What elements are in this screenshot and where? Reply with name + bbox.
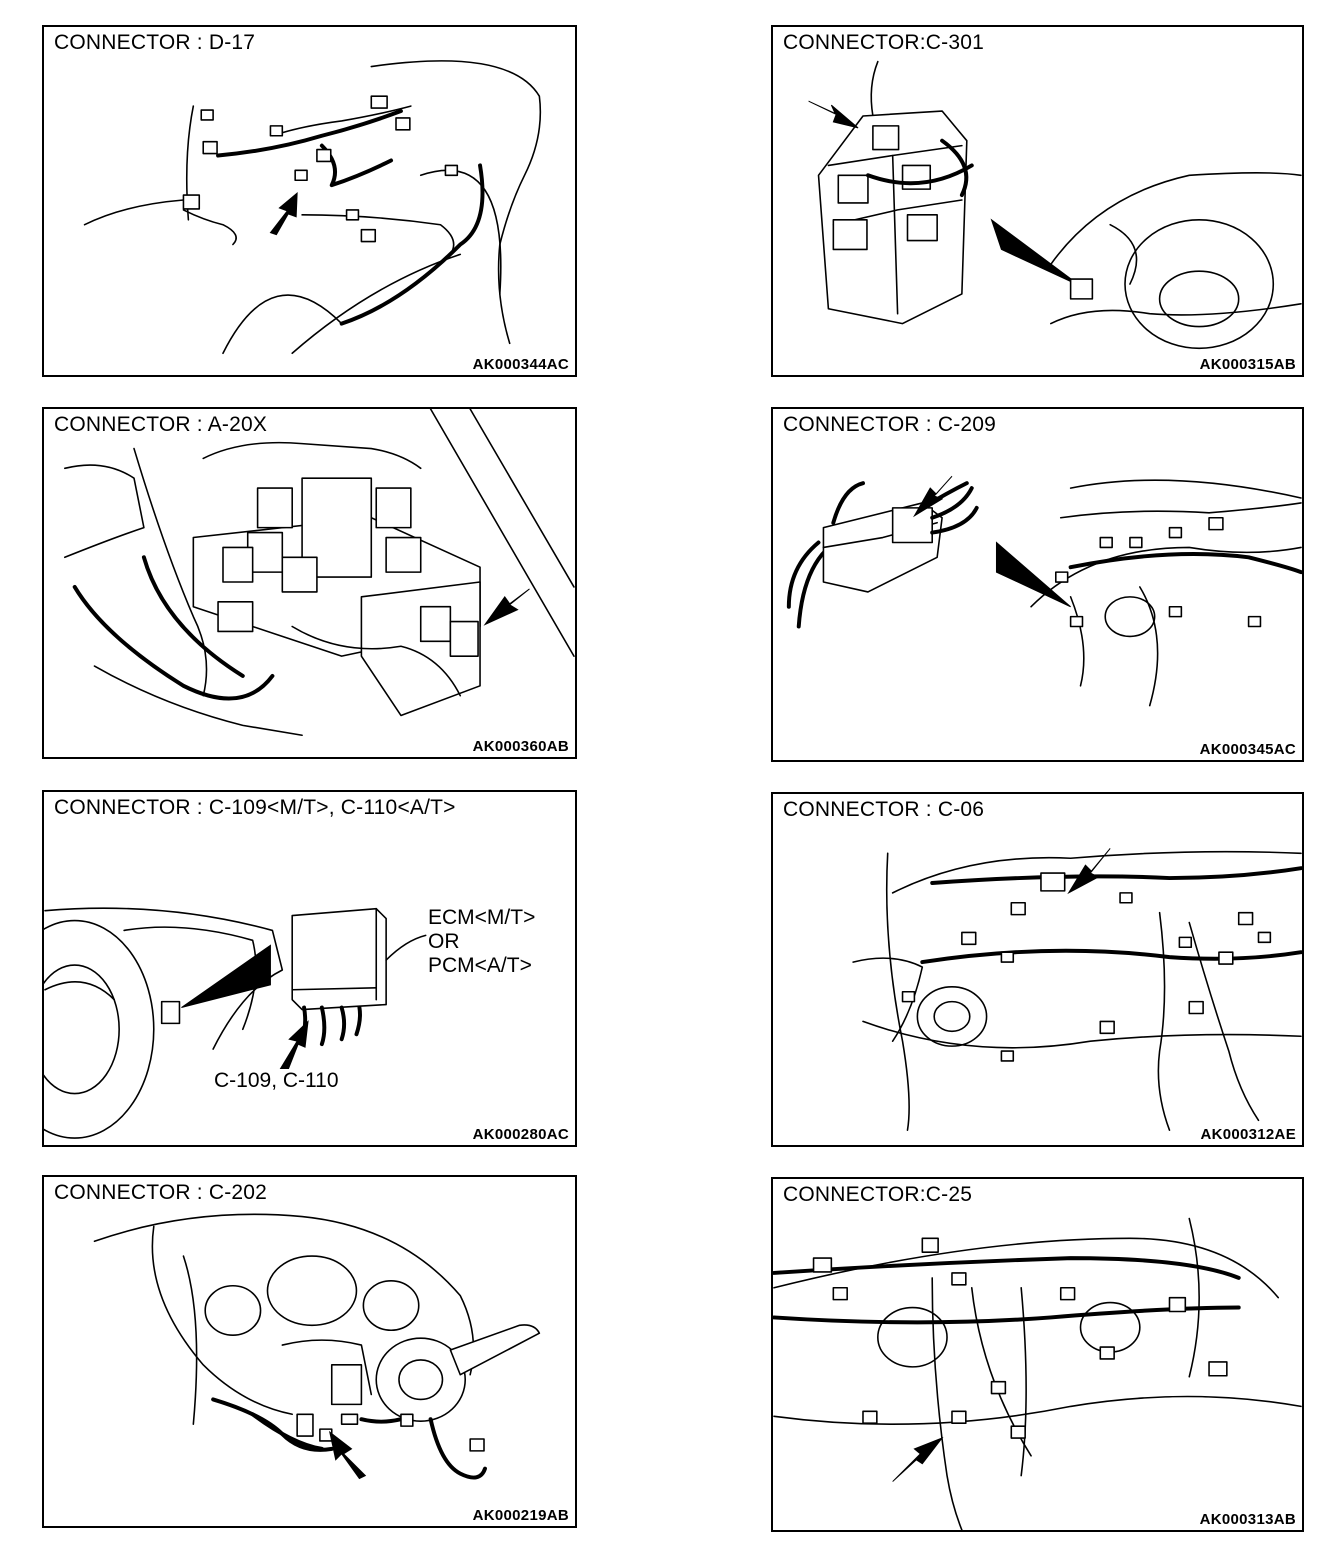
c301-illustration [808,60,1302,350]
c209-callout-wedge [995,541,1071,608]
c109-arrow-icon [279,1020,309,1073]
c301-title: CONNECTOR:C-301 [783,31,988,55]
c301-callout-wedge [990,218,1081,287]
c202-arrow-icon [329,1430,367,1480]
c109-callout-label: C-109, C-110 [214,1069,339,1093]
d17-arrow-icon [269,191,298,236]
or-label: OR [428,930,460,954]
panel-a20x: CONNECTOR : A-20X AK000360AB [42,407,577,759]
a20x-illustration [64,409,575,737]
c25-illustration [773,1217,1302,1530]
a20x-code: AK000360AB [469,738,569,755]
panel-c06: CONNECTOR : C-06 AK000312AE [771,792,1304,1147]
c25-arrow-icon [892,1436,944,1482]
panel-c109-c110: CONNECTOR : C-109<M/T>, C-110<A/T> ECM<M… [42,790,577,1147]
pcm-label: PCM<A/T> [428,954,532,978]
ecm-label: ECM<M/T> [428,906,536,930]
c209-arrow-icon [913,475,953,518]
c209-title: CONNECTOR : C-209 [783,413,1001,437]
c301-code: AK000315AB [1196,356,1296,373]
c209-code: AK000345AC [1196,741,1296,758]
c202-title: CONNECTOR : C-202 [54,1181,272,1205]
c06-arrow-icon [1067,848,1111,895]
c06-illustration [852,848,1302,1131]
c06-title: CONNECTOR : C-06 [783,798,989,822]
panel-c301: CONNECTOR:C-301 AK000315AB [771,25,1304,377]
d17-illustration [83,60,542,355]
c202-illustration [93,1213,541,1480]
c109-code: AK000280AC [469,1126,569,1143]
c202-code: AK000219AB [469,1507,569,1524]
c209-illustration [786,475,1302,707]
panel-c202: CONNECTOR : C-202 AK000219AB [42,1175,577,1528]
c109-title: CONNECTOR : C-109<M/T>, C-110<A/T> [54,796,460,820]
panel-c209: CONNECTOR : C-209 AK000345AC [771,407,1304,762]
c25-title: CONNECTOR:C-25 [783,1183,977,1207]
c301-arrow-icon [808,100,859,129]
panel-d17: CONNECTOR : D-17 AK000344AC [42,25,577,377]
c109-illustration [44,907,427,1139]
a20x-title: CONNECTOR : A-20X [54,413,272,437]
c06-code: AK000312AE [1197,1126,1296,1143]
c25-code: AK000313AB [1196,1511,1296,1528]
d17-code: AK000344AC [469,356,569,373]
panel-c25: CONNECTOR:C-25 AK000313AB [771,1177,1304,1532]
c109-callout-wedge [181,944,271,1009]
d17-title: CONNECTOR : D-17 [54,31,260,55]
a20x-arrow-icon [483,588,530,626]
